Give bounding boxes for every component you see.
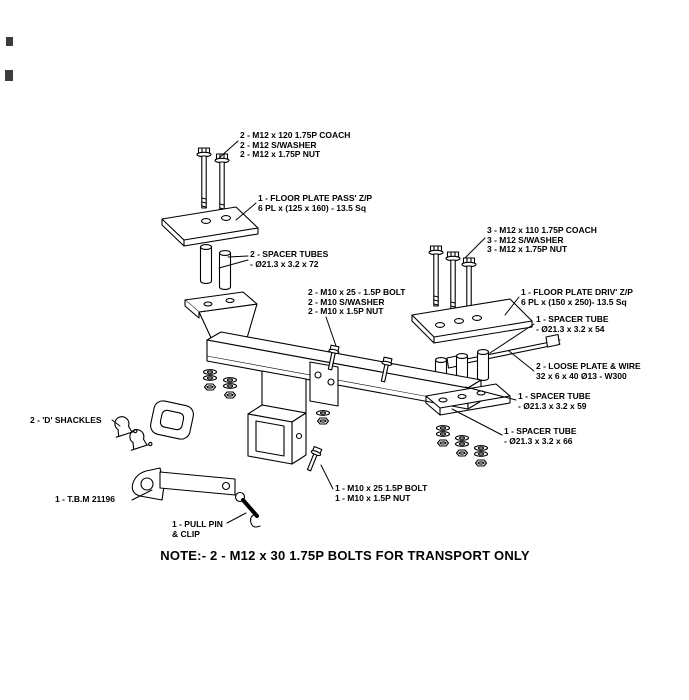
callout-pull-pin: 1 - PULL PIN & CLIP: [172, 519, 223, 539]
callout-d-shackles: 2 - 'D' SHACKLES: [30, 415, 102, 426]
callout-line: 2 - M12 x 1.75P NUT: [240, 149, 321, 159]
centre-bracket: [309, 344, 394, 425]
callout-floor-plate-driv: 1 - FLOOR PLATE DRIV' Z/P 6 PL x (150 x …: [521, 287, 633, 307]
leader-lines: [111, 140, 535, 524]
callout-line: 2 - M12 x 120 1.75P COACH: [240, 130, 351, 140]
transport-note: NOTE:- 2 - M12 x 30 1.75P BOLTS FOR TRAN…: [160, 548, 530, 563]
callout-line: - Ø21.3 x 3.2 x 54: [536, 323, 605, 334]
callout-line: 1 - T.B.M 21196: [55, 494, 116, 504]
d-shackles: [110, 412, 153, 453]
hitch-receiver: [247, 370, 307, 465]
hardware-stacks-driv: [435, 425, 489, 467]
callout-spacer-tube-59: 1 - SPACER TUBE - Ø21.3 x 3.2 x 59: [518, 391, 591, 411]
callout-line: 6 PL x (150 x 250)- 13.5 Sq: [521, 296, 627, 307]
loose-plate-and-wire: [446, 333, 561, 369]
bracket-pass: [184, 291, 258, 343]
callout-line: - Ø21.3 x 3.2 x 59: [518, 400, 587, 411]
callout-spacer-tube-66: 1 - SPACER TUBE - Ø21.3 x 3.2 x 66: [504, 426, 577, 446]
callout-line: 6 PL x (125 x 160) - 13.5 Sq: [258, 202, 367, 213]
callout-line: 1 - M10 x 25 1.5P BOLT: [335, 483, 428, 493]
callout-line: 3 - M12 S/WASHER: [487, 234, 564, 245]
callout-line: 2 - 'D' SHACKLES: [30, 415, 102, 425]
towbar-tongue: [131, 467, 236, 501]
callout-loose-plate-wire: 2 - LOOSE PLATE & WIRE 32 x 6 x 40 Ø13 -…: [536, 361, 641, 381]
callout-line: 1 - SPACER TUBE: [504, 426, 577, 436]
callout-line: - Ø21.3 x 3.2 x 66: [504, 435, 573, 446]
callout-line: 1 - M10 x 1.5P NUT: [335, 492, 411, 503]
callout-line: 32 x 6 x 40 Ø13 - W300: [536, 370, 627, 381]
callout-line: 2 - M10 S/WASHER: [308, 296, 385, 307]
callout-line: 3 - M12 x 1.75P NUT: [487, 244, 568, 254]
floor-plate-driver: [411, 298, 533, 344]
callout-line: 1 - FLOOR PLATE PASS' Z/P: [258, 193, 373, 203]
callout-coach-bolts-m12x120: 2 - M12 x 120 1.75P COACH 2 - M12 S/WASH…: [240, 130, 351, 160]
callout-line: 2 - M12 S/WASHER: [240, 139, 317, 150]
callout-line: - Ø21.3 x 3.2 x 72: [250, 258, 319, 269]
callout-line: & CLIP: [172, 528, 200, 539]
coach-bolts-pass: [196, 147, 230, 215]
callout-line: 2 - LOOSE PLATE & WIRE: [536, 361, 641, 371]
m10-single-bolt: [303, 445, 324, 473]
callout-line: 2 - M10 x 25 - 1.5P BOLT: [308, 287, 406, 297]
square-ring: [150, 400, 194, 440]
callout-floor-plate-pass: 1 - FLOOR PLATE PASS' Z/P 6 PL x (125 x …: [258, 193, 373, 213]
hardware-stacks-pass: [202, 369, 238, 399]
bracket-driv: [425, 383, 511, 416]
callout-tbm: 1 - T.B.M 21196: [55, 494, 116, 505]
scan-artifact-marks: [5, 37, 13, 81]
callout-line: 1 - PULL PIN: [172, 519, 223, 529]
callout-line: 2 - SPACER TUBES: [250, 249, 329, 259]
callout-spacer-tube-54: 1 - SPACER TUBE - Ø21.3 x 3.2 x 54: [536, 314, 609, 334]
callout-m10-bolts-pair: 2 - M10 x 25 - 1.5P BOLT 2 - M10 S/WASHE…: [308, 287, 406, 317]
floor-plate-passenger: [161, 206, 259, 247]
callout-line: 2 - M10 x 1.5P NUT: [308, 306, 384, 316]
callout-line: 3 - M12 x 110 1.75P COACH: [487, 225, 597, 235]
spacer-tubes-pass: [199, 244, 232, 290]
callout-line: 1 - SPACER TUBE: [518, 391, 591, 401]
pull-pin: [234, 491, 261, 528]
callout-m10-bolt-single: 1 - M10 x 25 1.5P BOLT 1 - M10 x 1.5P NU…: [335, 483, 428, 503]
callout-spacer-tubes-72: 2 - SPACER TUBES - Ø21.3 x 3.2 x 72: [250, 249, 329, 269]
callout-coach-bolts-m12x110: 3 - M12 x 110 1.75P COACH 3 - M12 S/WASH…: [487, 225, 597, 255]
callout-line: 1 - SPACER TUBE: [536, 314, 609, 324]
callout-line: 1 - FLOOR PLATE DRIV' Z/P: [521, 287, 633, 297]
